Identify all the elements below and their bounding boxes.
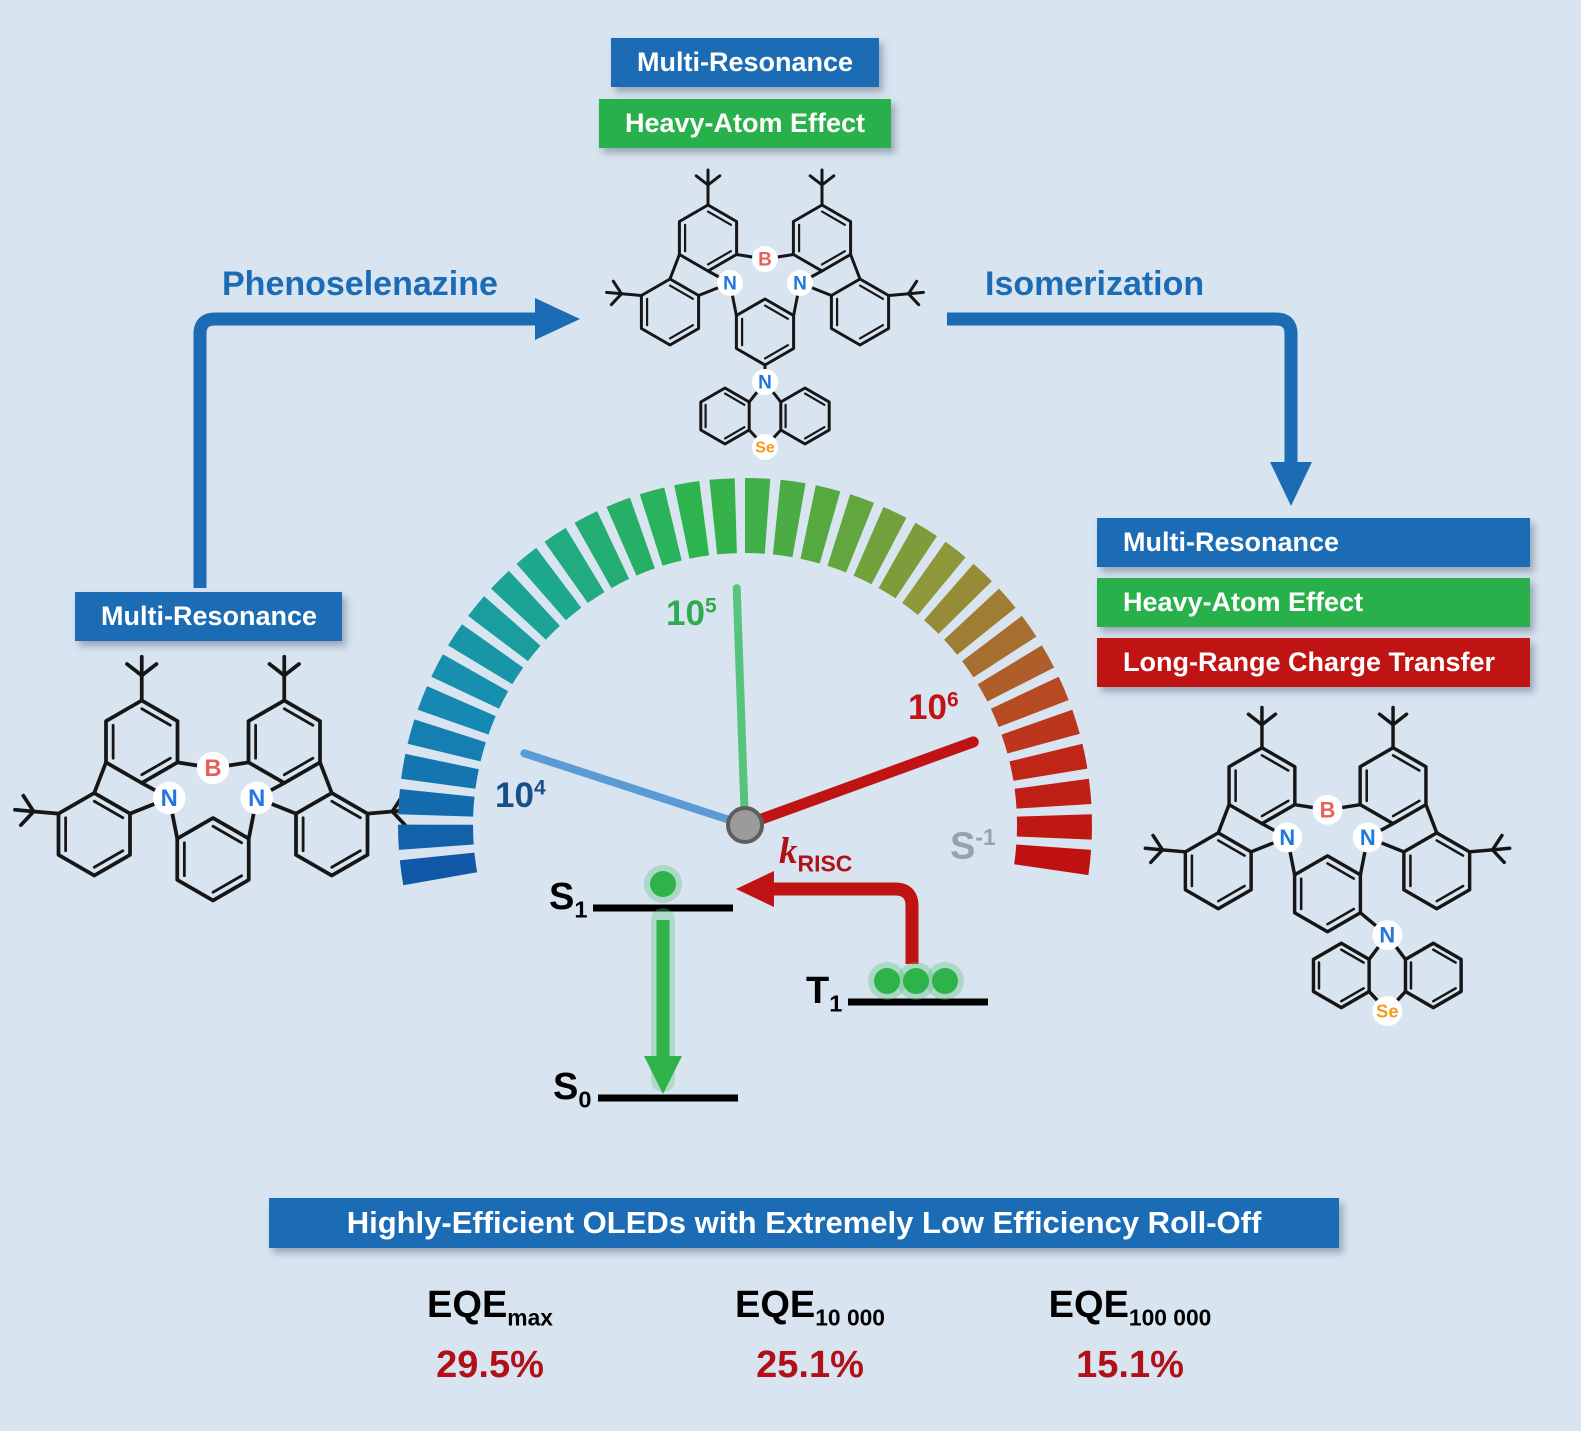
isomerization-label: Isomerization	[985, 265, 1205, 303]
s0-sub: 0	[578, 1086, 592, 1113]
tick-mid-base: 10	[666, 594, 705, 633]
eqe-10000-value: 25.1%	[756, 1343, 864, 1386]
eqe-10000-sub: 10 000	[815, 1304, 885, 1331]
k-symbol: k	[779, 831, 798, 872]
eqe-100000-value: 15.1%	[1076, 1343, 1184, 1386]
tick-high-base: 10	[908, 688, 947, 727]
svg-text:N: N	[1379, 923, 1395, 948]
s0-base: S	[553, 1066, 579, 1108]
result-banner: Highly-Efficient OLEDs with Extremely Lo…	[269, 1198, 1339, 1248]
unit-base: S	[950, 825, 976, 868]
svg-text:N: N	[758, 373, 772, 394]
tick-mid-exp: 5	[704, 594, 717, 618]
s1-level-label: S1	[549, 876, 587, 924]
badge-multi-resonance-left: Multi-Resonance	[75, 592, 342, 641]
badge-heavy-atom-top: Heavy-Atom Effect	[598, 99, 892, 148]
eqe-max-value: 29.5%	[436, 1343, 544, 1386]
eqe-max-base: EQE	[427, 1284, 508, 1326]
gauge-tick-1e5: 105	[666, 594, 717, 634]
t1-level-label: T1	[806, 970, 842, 1018]
tick-high-exp: 6	[946, 688, 959, 712]
k-subscript: RISC	[797, 850, 853, 877]
svg-text:Se: Se	[755, 440, 775, 457]
k-risc-label: kRISC	[779, 830, 852, 877]
eqe-100000-stat: EQE100 000 15.1%	[1049, 1284, 1212, 1387]
gauge-tick-1e4: 104	[495, 776, 546, 816]
molecule-structure-left: BN N	[13, 654, 413, 903]
eqe-10000-stat: EQE10 000 25.1%	[735, 1284, 885, 1387]
eqe-max-stat: EQEmax 29.5%	[427, 1284, 553, 1387]
tick-low-base: 10	[495, 776, 534, 815]
svg-text:B: B	[1320, 797, 1336, 822]
svg-text:N: N	[161, 785, 178, 812]
svg-text:N: N	[1279, 825, 1295, 850]
svg-text:N: N	[723, 274, 737, 295]
badge-multi-resonance-right: Multi-Resonance	[1097, 518, 1530, 567]
gauge-tick-1e6: 106	[908, 688, 959, 728]
svg-text:N: N	[248, 785, 265, 812]
s0-level-label: S0	[553, 1066, 591, 1114]
t1-sub: 1	[829, 990, 843, 1017]
svg-text:Se: Se	[1376, 1000, 1399, 1021]
eqe-10000-base: EQE	[735, 1284, 816, 1326]
svg-text:B: B	[204, 755, 221, 782]
svg-text:N: N	[793, 274, 807, 295]
unit-exp: -1	[975, 824, 996, 850]
s1-sub: 1	[574, 896, 588, 923]
eqe-max-label: EQEmax	[427, 1284, 553, 1332]
per-second-unit-label: S-1	[950, 824, 996, 869]
eqe-10000-label: EQE10 000	[735, 1284, 885, 1332]
tick-low-exp: 4	[533, 776, 546, 800]
phenoselenazine-label: Phenoselenazine	[222, 265, 498, 303]
eqe-100000-label: EQE100 000	[1049, 1284, 1212, 1332]
eqe-100000-sub: 100 000	[1128, 1304, 1212, 1331]
eqe-max-sub: max	[507, 1304, 553, 1331]
badge-long-range-charge-transfer: Long-Range Charge Transfer	[1097, 638, 1530, 687]
svg-text:B: B	[758, 250, 772, 271]
s1-base: S	[549, 876, 575, 918]
svg-text:N: N	[1360, 825, 1376, 850]
eqe-100000-base: EQE	[1048, 1284, 1129, 1326]
badge-multi-resonance-top: Multi-Resonance	[610, 38, 880, 87]
t1-base: T	[806, 970, 830, 1012]
badge-heavy-atom-right: Heavy-Atom Effect	[1097, 578, 1530, 627]
